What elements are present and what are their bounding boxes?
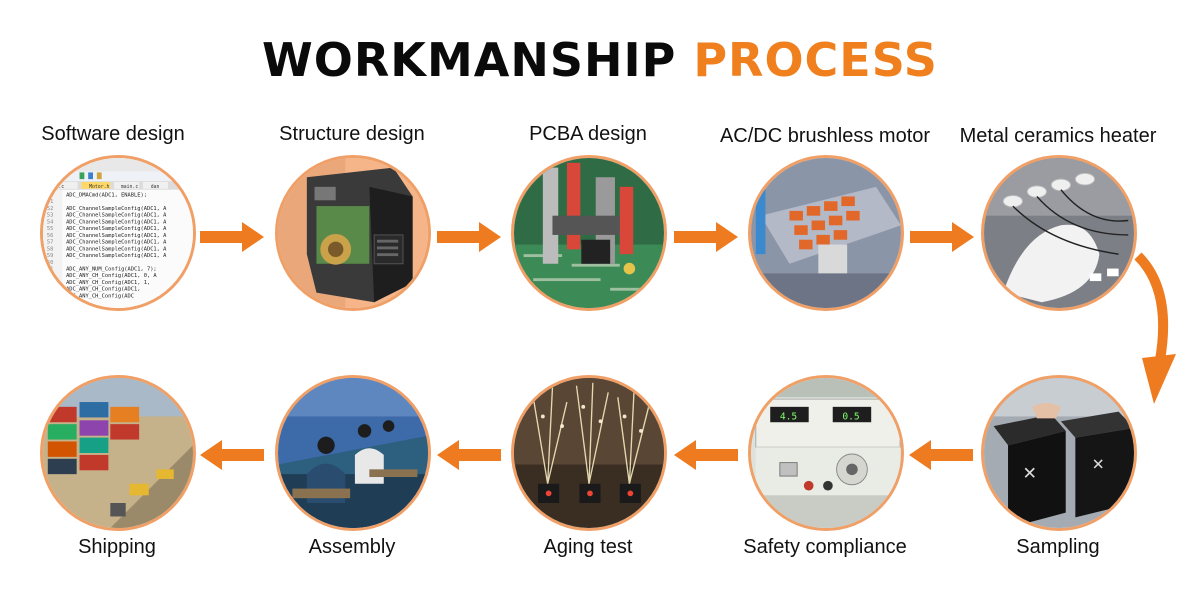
title-part2: PROCESS (693, 33, 938, 87)
line-number: 50 (47, 192, 53, 198)
step-label-sampling: Sampling (1016, 536, 1100, 558)
step-label-heater: Metal ceramics heater (959, 125, 1157, 147)
line-number: 59 (47, 253, 53, 259)
code-line: ADC_ChannelSampleConfig(ADC1, A (66, 240, 167, 246)
step-label-safety-compliance: Safety compliance (743, 536, 907, 558)
code-line: ADC_ChannelSampleConfig(ADC1, A (66, 206, 167, 212)
editor-tab: otor.c (47, 184, 64, 190)
code-line: ADC_ChannelSampleConfig(ADC1, A (66, 253, 167, 259)
step-label-pcba-design: PCBA design (529, 123, 647, 145)
line-number: 61 (47, 267, 53, 273)
meter-display: 0.5 (842, 411, 860, 422)
arrow-left-icon (437, 440, 501, 470)
line-number: 60 (47, 260, 53, 266)
code-line: ADC_ANY_CH_Config(ADC1, (66, 287, 140, 293)
arrow-left-icon (200, 440, 264, 470)
line-number: 58 (47, 246, 53, 252)
editor-tab: Motor.h (89, 184, 109, 190)
line-number: 62 (47, 273, 53, 279)
code-line: ADC_ChannelSampleConfig(ADC1, A (66, 226, 167, 232)
code-line: ADC_ANY_NUM_Config(ADC1, 7); (66, 267, 157, 273)
step-label-software-design: Software design (41, 123, 185, 145)
editor-tab: dan (151, 184, 160, 190)
page-title: WORKMANSHIP PROCESS (0, 30, 1200, 90)
sampling-image: ✕ ✕ (981, 375, 1137, 531)
line-number: 52 (47, 206, 53, 212)
meter-display: 4.5 (780, 411, 798, 422)
x-logo-icon: ✕ (1022, 464, 1037, 484)
safety-compliance-image: 4.5 0.5 (748, 375, 904, 531)
step-label-assembly: Assembly (308, 536, 396, 558)
line-number: 63 (47, 280, 53, 286)
step-label-aging-test: Aging test (543, 536, 633, 558)
x-logo-icon: ✕ (1092, 455, 1105, 473)
line-number: 51 (47, 199, 53, 205)
curved-arrow-down-icon (1134, 252, 1176, 404)
title-part1: WORKMANSHIP (262, 33, 677, 87)
line-number: 55 (47, 226, 53, 232)
code-line: ADC_ChannelSampleConfig(ADC1, A (66, 219, 167, 225)
step-label-structure-design: Structure design (279, 123, 425, 145)
arrow-right-icon (674, 222, 738, 252)
code-line: ADC_ChannelSampleConfig(ADC1, A (66, 246, 167, 252)
code-line: ADC_DMACmd(ADC1, ENABLE); (66, 192, 147, 198)
line-number: 53 (47, 213, 53, 219)
line-number: 57 (47, 240, 53, 246)
arrow-left-icon (909, 440, 973, 470)
line-number: 64 (47, 287, 53, 293)
code-line: ADC_ChannelSampleConfig(ADC1, A (66, 213, 167, 219)
line-number: 56 (47, 233, 53, 239)
assembly-image (275, 375, 431, 531)
software-design-image: otor.c Motor.h main.c dan 50 51 52 53 54… (40, 155, 196, 311)
pcba-design-image (511, 155, 667, 311)
shipping-image (40, 375, 196, 531)
arrow-left-icon (674, 440, 738, 470)
editor-tab: main.c (121, 184, 138, 190)
code-line: ADC_ANY_CH_Config(ADC1, 1, (66, 280, 150, 286)
arrow-right-icon (200, 222, 264, 252)
step-label-shipping: Shipping (78, 536, 156, 558)
line-number: 65 (47, 293, 53, 299)
arrow-right-icon (437, 222, 501, 252)
code-line: ADC_ChannelSampleConfig(ADC1, A (66, 233, 167, 239)
line-number: 54 (47, 219, 53, 225)
aging-test-image (511, 375, 667, 531)
code-line: ADC_ANY_CH_Config(ADC1, 0, A (66, 273, 157, 279)
code-line: ADC_ANY_CH_Config(ADC (66, 293, 134, 299)
heater-image (981, 155, 1137, 311)
arrow-right-icon (910, 222, 974, 252)
motor-image (748, 155, 904, 311)
structure-design-image (275, 155, 431, 311)
step-label-motor: AC/DC brushless motor (719, 125, 931, 147)
